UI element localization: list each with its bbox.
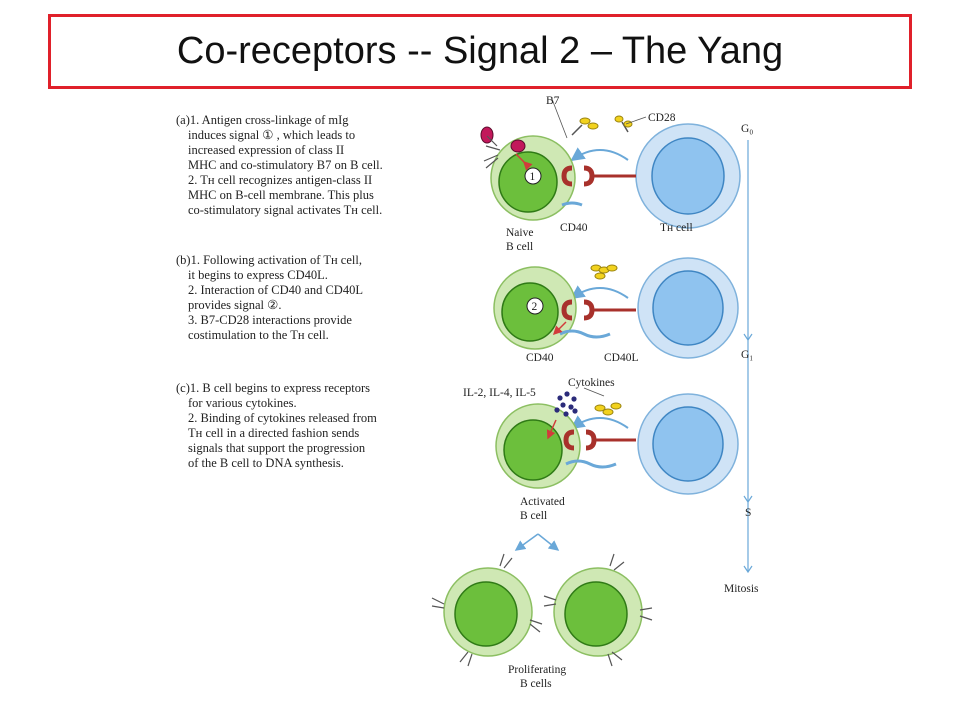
b-cell-nucleus [564, 581, 628, 647]
b7-stem [571, 124, 583, 136]
division-arrows [514, 533, 560, 551]
panel-a-text: (a)1. Antigen cross-linkage of mIg induc… [176, 113, 383, 217]
label-naive: Naive [506, 227, 533, 239]
cell-cycle-timeline [743, 140, 753, 574]
mIg-receptor-icon [485, 135, 501, 151]
label-cd40-b: CD40 [526, 352, 554, 364]
signal-arrow [570, 415, 629, 430]
label-cytokines: Cytokines [568, 377, 615, 389]
label-cd28: CD28 [648, 112, 676, 124]
panel-b-line-4: provides signal ②. [188, 298, 282, 312]
label-activated-b-cell: B cell [520, 510, 547, 522]
panel-a-line-4: MHC and co-stimulatory B7 on B cell. [188, 158, 383, 172]
panel-b-line-3: 2. Interaction of CD40 and CD40L [188, 283, 363, 297]
panel-a-line-1: (a)1. Antigen cross-linkage of mIg [176, 113, 349, 127]
panel-b-line-6: costimulation to the Tʜ cell. [188, 328, 329, 342]
t-cell-nucleus [651, 137, 725, 215]
panel-a-line-3: increased expression of class II [188, 143, 344, 157]
t-cell-nucleus [652, 270, 724, 346]
panel-c-line-4: Tʜ cell in a directed fashion sends [188, 426, 359, 440]
signal-2-icon [526, 297, 544, 315]
panel-a-line-5: 2. Tʜ cell recognizes antigen-class II [188, 173, 372, 187]
timeline-arrow-icon [743, 495, 753, 504]
slide-title: Co-receptors -- Signal 2 – The Yang [176, 30, 784, 72]
cd40-icon [561, 201, 583, 207]
cd28-icon [614, 115, 624, 123]
mhc-class-ii [561, 165, 573, 187]
mhc-class-ii [563, 429, 575, 451]
title-box: Co-receptors -- Signal 2 – The Yang [48, 14, 912, 89]
panel-b-line-2: it begins to express CD40L. [188, 268, 328, 282]
t-cell-nucleus [652, 406, 724, 482]
panel-a-line-2: induces signal ① , which leads to [188, 128, 355, 142]
b7-icon [587, 122, 599, 130]
signal-1-icon [524, 167, 542, 185]
row-a-cells: 1 [480, 98, 741, 229]
label-proliferating: Proliferating [508, 664, 566, 676]
label-th-cell: Tʜ cell [660, 222, 693, 234]
cd28-icon [610, 402, 622, 410]
tcr [585, 429, 597, 451]
signal-2-label: 2 [532, 301, 538, 313]
b-cell-nucleus [454, 581, 518, 647]
cd40-cd40l-icon [565, 459, 617, 469]
panel-b-text: (b)1. Following activation of Tʜ cell, i… [176, 253, 363, 342]
phase-g1: G₁ [741, 349, 753, 361]
phase-mitosis: Mitosis [724, 583, 759, 595]
panel-c-line-6: of the B cell to DNA synthesis. [188, 456, 344, 470]
signal-arrow-red [552, 321, 567, 336]
panel-c-line-5: signals that support the progression [188, 441, 366, 455]
phase-s: S [745, 507, 751, 519]
signal-arrow-red [515, 153, 533, 171]
row-b-cells: 2 [493, 257, 739, 359]
signal-arrow-red [546, 419, 557, 440]
phase-g0: G₀ [741, 123, 753, 135]
panel-b-line-5: 3. B7-CD28 interactions provide [188, 313, 352, 327]
label-interleukins: IL-2, IL-4, IL-5 [463, 387, 536, 399]
proliferating-cells [431, 553, 653, 667]
b7-icon [594, 404, 606, 412]
cd28-icon [606, 264, 618, 272]
label-b7: B7 [546, 95, 560, 107]
panel-c-line-2: for various cytokines. [188, 396, 297, 410]
b-cell-nucleus [503, 419, 563, 481]
cd40-cd40l-icon [559, 329, 611, 339]
label-activated: Activated [520, 496, 565, 508]
mhc-class-ii [561, 299, 573, 321]
tcr [583, 165, 595, 187]
b7-icon [602, 408, 614, 416]
signal-arrow [570, 147, 629, 162]
panel-c-line-3: 2. Binding of cytokines released from [188, 411, 377, 425]
panel-a-line-7: co-stimulatory signal activates Tʜ cell. [188, 203, 382, 217]
timeline-arrow-icon [743, 565, 753, 574]
mIg-receptor-icon [483, 154, 499, 169]
tcr [583, 299, 595, 321]
row-c-cells [495, 387, 739, 495]
mIg-receptor-icon [431, 553, 653, 667]
label-cd40-a: CD40 [560, 222, 588, 234]
label-naive-b-cell: B cell [506, 241, 533, 253]
antigen-icon [510, 139, 526, 153]
b7-icon [579, 117, 591, 125]
cd28-stem [621, 121, 629, 133]
cd28-icon [594, 272, 606, 280]
label-cd40l: CD40L [604, 352, 639, 364]
panel-a-line-6: MHC on B-cell membrane. This plus [188, 188, 374, 202]
cytokine-dots-icon [554, 391, 578, 417]
signal-1-label: 1 [530, 171, 536, 183]
label-proliferating-b-cells: B cells [520, 678, 552, 690]
panel-c-line-1: (c)1. B cell begins to express receptors [176, 381, 370, 395]
signal-arrow [570, 285, 629, 300]
timeline-arrow-icon [743, 333, 753, 342]
panel-b-line-1: (b)1. Following activation of Tʜ cell, [176, 253, 362, 267]
panel-c-text: (c)1. B cell begins to express receptors… [176, 381, 377, 470]
